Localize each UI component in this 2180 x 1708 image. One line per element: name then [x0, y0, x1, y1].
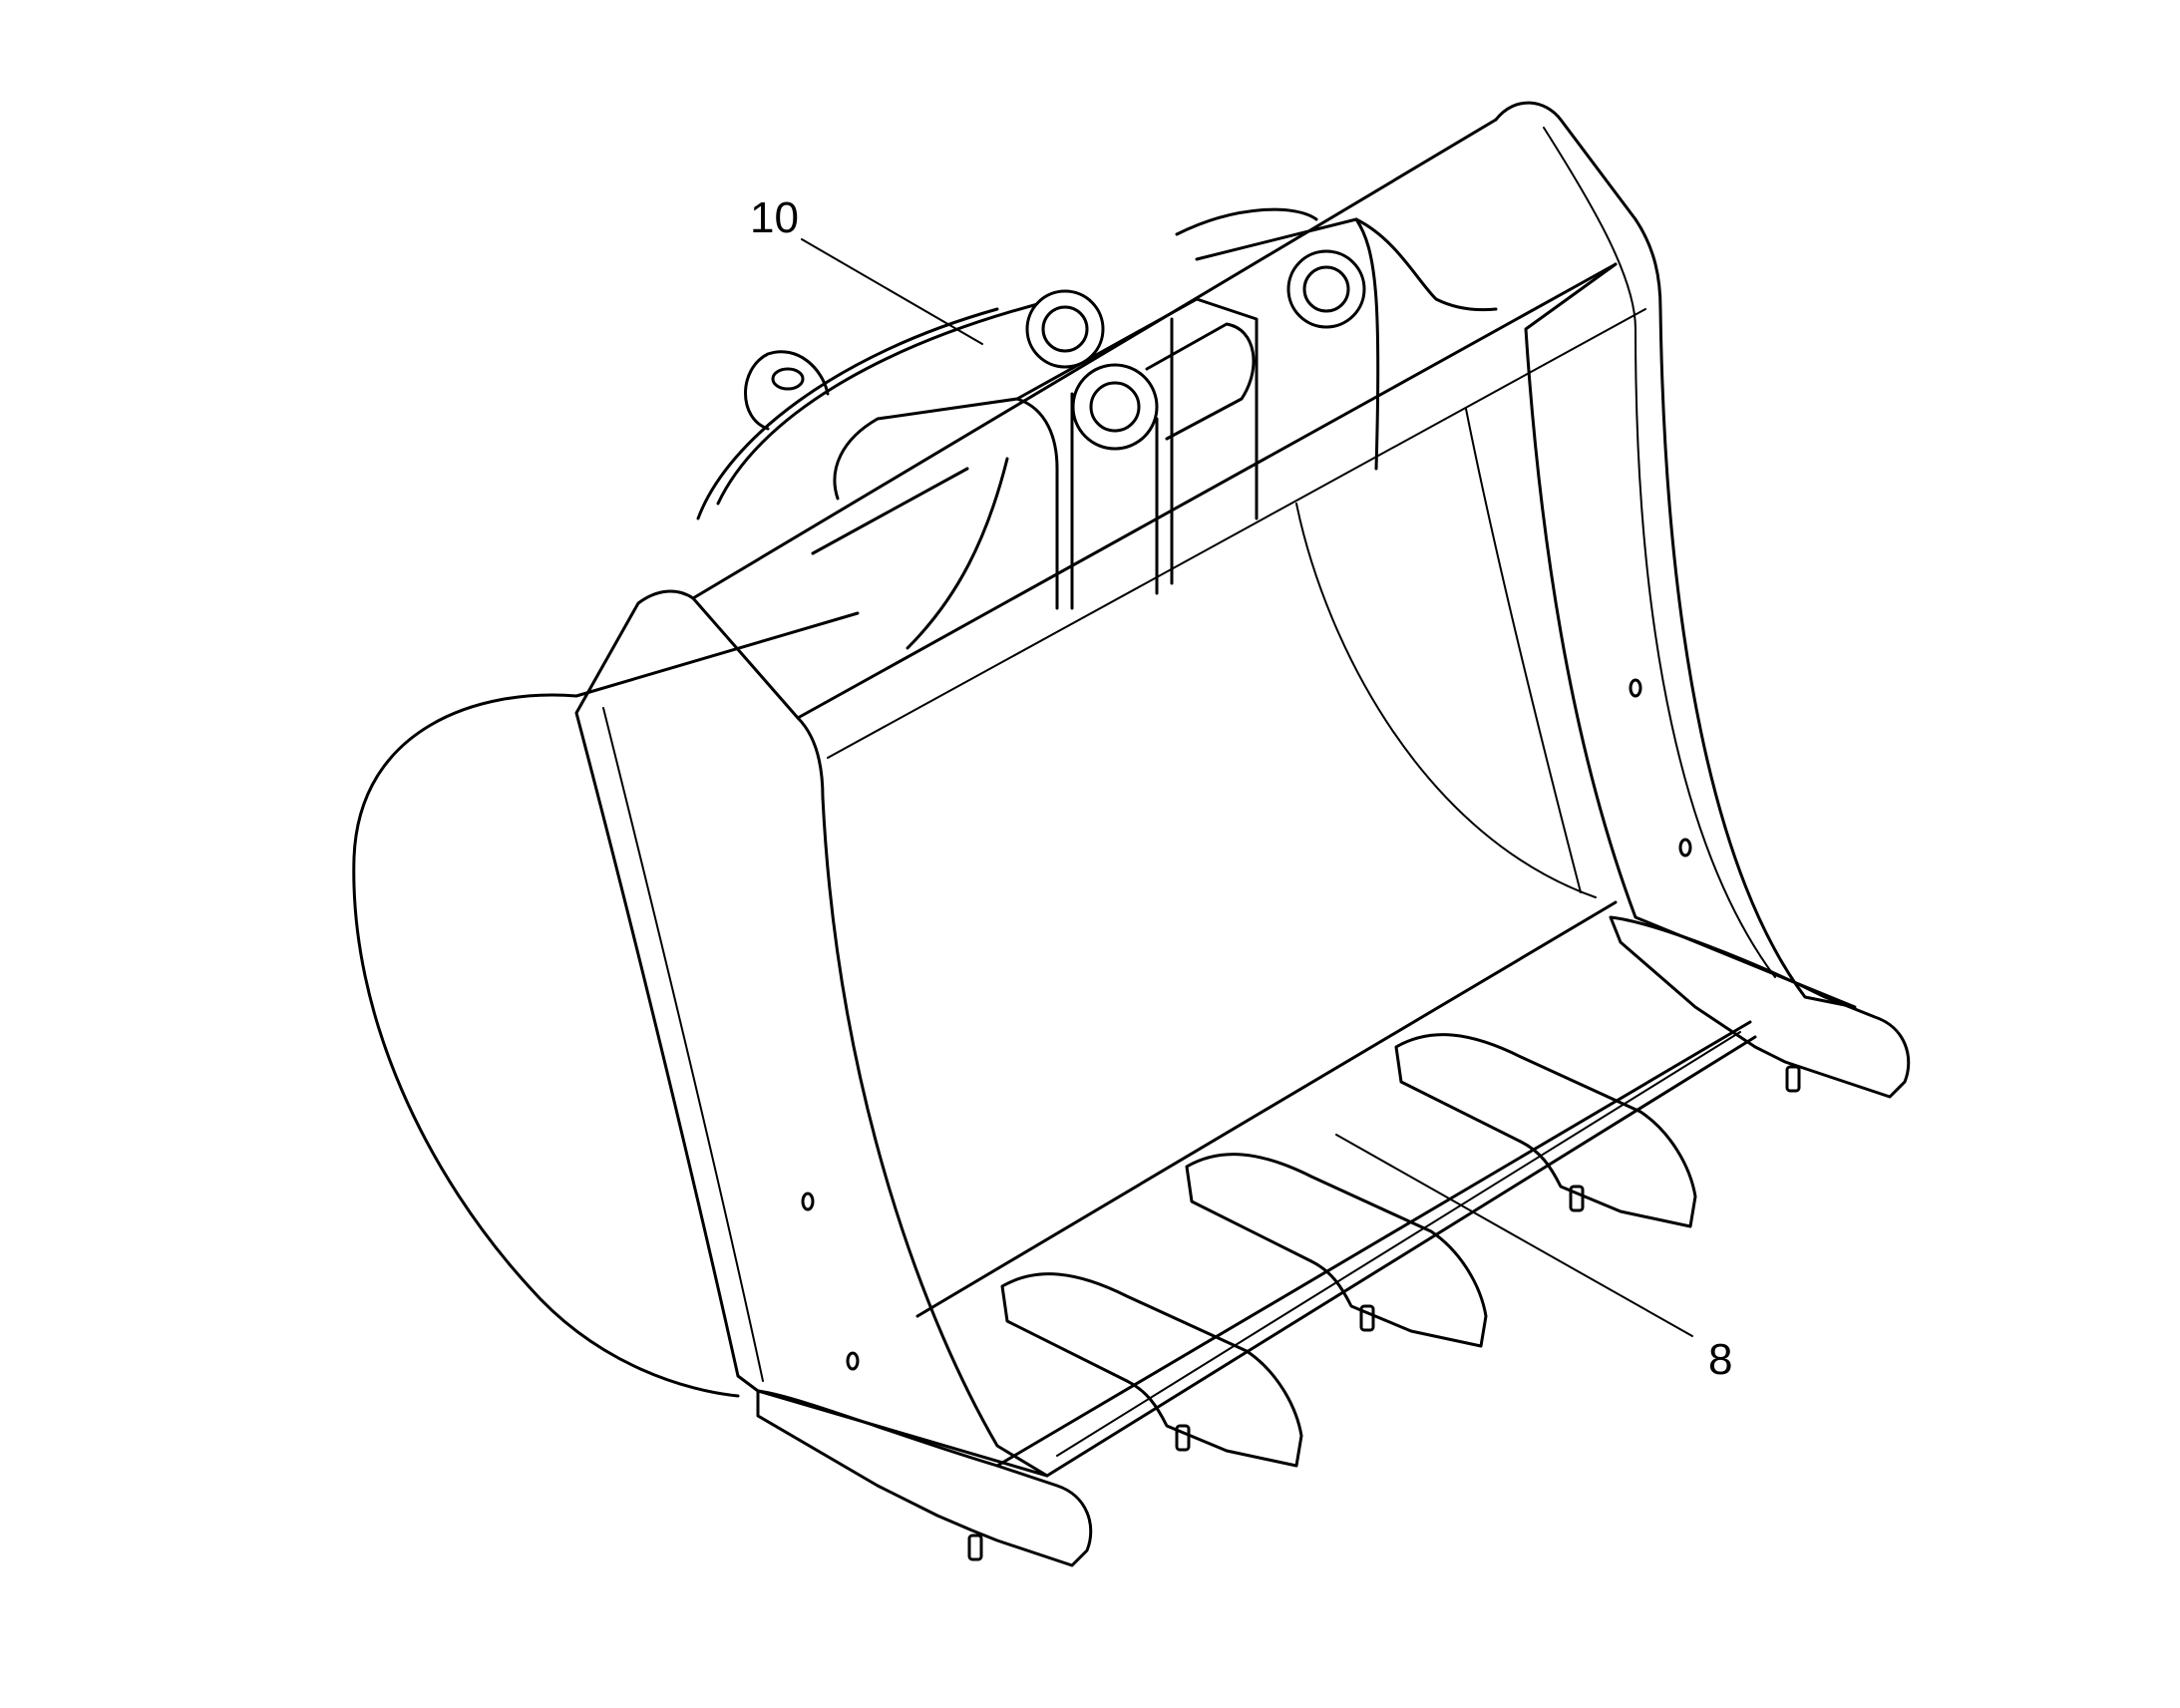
- callout-10-label: 10: [750, 193, 799, 242]
- callout-8-label: 8: [1708, 1335, 1732, 1384]
- callout-10: 10: [750, 193, 983, 345]
- rear-mounting-bracket: [696, 207, 1498, 650]
- bucket-body: [352, 101, 1857, 1478]
- cutting-edge: [1045, 1031, 1757, 1478]
- callout-8: 8: [1335, 1134, 1732, 1384]
- bucket-teeth: [756, 915, 1911, 1567]
- callout-10-leader: [801, 238, 983, 345]
- callout-8-leader: [1335, 1134, 1693, 1337]
